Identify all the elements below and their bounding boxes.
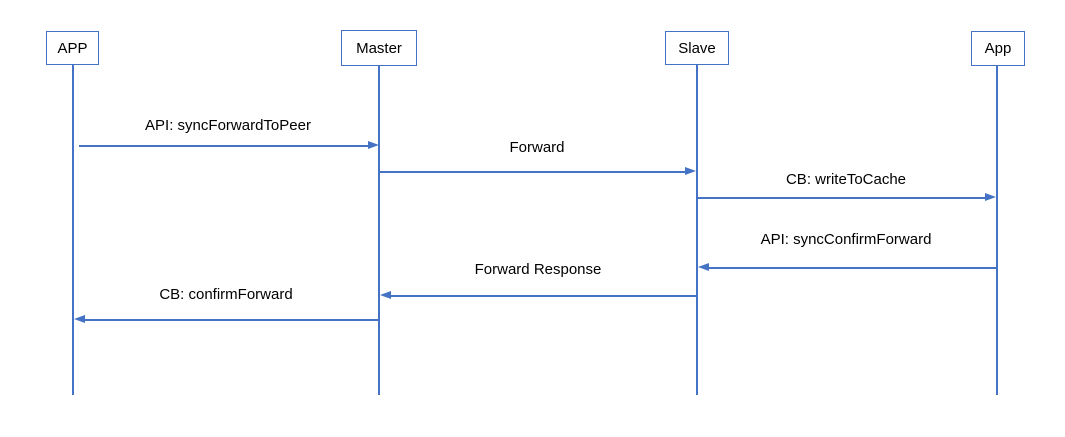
arrowhead-right-icon: [985, 193, 996, 201]
arrowhead-left-icon: [698, 263, 709, 271]
actor-box-app-caps: APP: [46, 31, 99, 65]
message-line: [85, 319, 378, 321]
actor-label: APP: [57, 39, 88, 57]
message-line: [391, 295, 697, 297]
message-label-sync-confirm-forward: API: syncConfirmForward: [760, 231, 932, 248]
arrowhead-left-icon: [380, 291, 391, 299]
arrowhead-left-icon: [74, 315, 85, 323]
lifeline-slave: [696, 65, 698, 395]
message-label-forward-response: Forward Response: [474, 261, 602, 278]
actor-box-master: Master: [341, 30, 417, 66]
message-label-write-to-cache: CB: writeToCache: [785, 171, 907, 188]
message-label-forward: Forward: [509, 139, 565, 156]
message-label-sync-forward-to-peer: API: syncForwardToPeer: [145, 117, 311, 134]
actor-label: Master: [356, 39, 402, 57]
lifeline-app-caps: [72, 65, 74, 395]
message-line: [709, 267, 997, 269]
message-line: [79, 145, 369, 147]
actor-label: Slave: [678, 39, 716, 57]
arrowhead-right-icon: [368, 141, 379, 149]
actor-box-slave: Slave: [665, 31, 729, 65]
message-label-confirm-forward: CB: confirmForward: [159, 286, 293, 303]
message-line: [697, 197, 985, 199]
actor-box-app: App: [971, 31, 1025, 66]
lifeline-master: [378, 66, 380, 395]
arrowhead-right-icon: [685, 167, 696, 175]
lifeline-app: [996, 66, 998, 395]
message-line: [380, 171, 685, 173]
actor-label: App: [984, 40, 1012, 57]
